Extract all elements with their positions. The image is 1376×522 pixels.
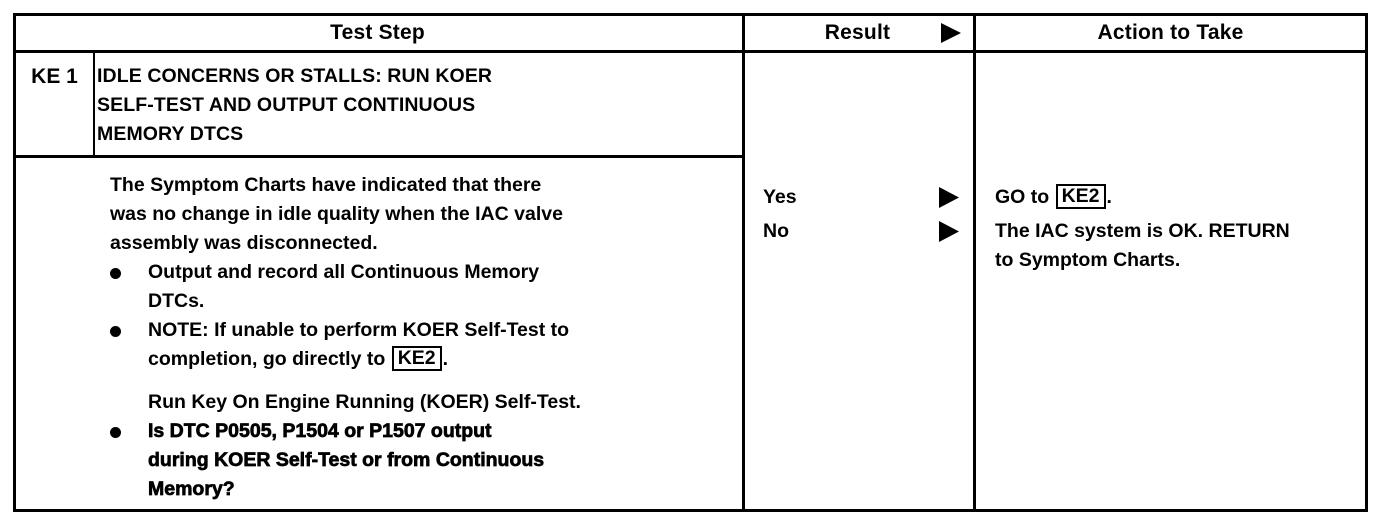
action-line-prefix: GO to xyxy=(995,186,1055,208)
result-row-no: No xyxy=(763,217,965,246)
result-label: Yes xyxy=(763,186,797,208)
step-code-cell: KE 1 xyxy=(16,53,95,155)
question-line: during KOER Self-Test or from Continuous xyxy=(148,449,545,472)
intro-line: The Symptom Charts have indicated that t… xyxy=(110,174,542,196)
result-row-yes: Yes xyxy=(763,183,965,212)
intro-line: was no change in idle quality when the I… xyxy=(110,203,563,225)
action-for-no: The IAC system is OK. RETURN to Symptom … xyxy=(995,217,1362,275)
triangle-right-icon xyxy=(940,21,962,45)
step-code-label: KE 1 xyxy=(31,65,78,88)
list-item-line: Output and record all Continuous Memory xyxy=(148,261,540,283)
table-header-row: Test Step Result Action to Take xyxy=(16,16,1365,53)
action-line: to Symptom Charts. xyxy=(995,249,1181,271)
column-header-test-step-label: Test Step xyxy=(330,21,425,44)
column-divider-action xyxy=(973,53,976,509)
step-reference-ke2[interactable]: KE2 xyxy=(391,346,442,371)
result-label: No xyxy=(763,220,789,242)
list-item-line-suffix: . xyxy=(442,348,449,370)
diagnostic-table: Test Step Result Action to Take xyxy=(13,13,1368,512)
run-instruction-line: Run Key On Engine Running (KOER) Self-Te… xyxy=(148,391,581,413)
result-cell: Yes No xyxy=(745,171,973,515)
test-step-body: The Symptom Charts have indicated that t… xyxy=(110,171,735,504)
question-line: Is DTC P0505, P1504 or P1507 output xyxy=(148,420,492,443)
column-header-action-to-take-label: Action to Take xyxy=(1097,21,1244,44)
action-for-yes: GO to KE2. xyxy=(995,183,1362,212)
column-divider-result xyxy=(742,53,745,509)
list-item-question: Is DTC P0505, P1504 or P1507 output duri… xyxy=(110,417,735,504)
bullet-dot-icon xyxy=(110,326,121,337)
step-title-line: MEMORY DTCS xyxy=(97,123,244,145)
step-title-line: IDLE CONCERNS OR STALLS: RUN KOER xyxy=(97,65,493,87)
list-item-line-text: completion, go directly to xyxy=(148,348,391,370)
list-item: Output and record all Continuous Memory … xyxy=(110,258,735,316)
list-item-line-with-ref: completion, go directly to KE2. xyxy=(148,345,735,374)
column-header-result: Result xyxy=(742,16,970,50)
action-line-with-ref: GO to KE2. xyxy=(995,183,1362,212)
step-title-row: KE 1 IDLE CONCERNS OR STALLS: RUN KOER S… xyxy=(16,53,742,158)
list-item: NOTE: If unable to perform KOER Self-Tes… xyxy=(110,316,735,374)
paragraph-spacer xyxy=(110,374,735,388)
step-title-line: SELF-TEST AND OUTPUT CONTINUOUS xyxy=(97,94,476,116)
question-line: Memory? xyxy=(148,478,235,501)
list-item-line: NOTE: If unable to perform KOER Self-Tes… xyxy=(148,319,570,341)
action-line: The IAC system is OK. RETURN xyxy=(995,220,1290,242)
list-item-line: DTCs. xyxy=(148,290,205,312)
step-reference-ke2[interactable]: KE2 xyxy=(1055,184,1106,209)
triangle-right-icon xyxy=(938,186,960,209)
intro-line: assembly was disconnected. xyxy=(110,232,378,254)
column-header-result-label: Result xyxy=(824,21,891,44)
column-header-action-to-take: Action to Take xyxy=(973,16,1365,50)
bullet-dot-icon xyxy=(110,427,121,438)
triangle-right-icon xyxy=(938,220,960,243)
column-header-test-step: Test Step xyxy=(16,16,739,50)
step-title-cell: IDLE CONCERNS OR STALLS: RUN KOER SELF-T… xyxy=(97,62,736,149)
action-line-suffix: . xyxy=(1106,186,1112,208)
bullet-dot-icon xyxy=(110,268,121,279)
